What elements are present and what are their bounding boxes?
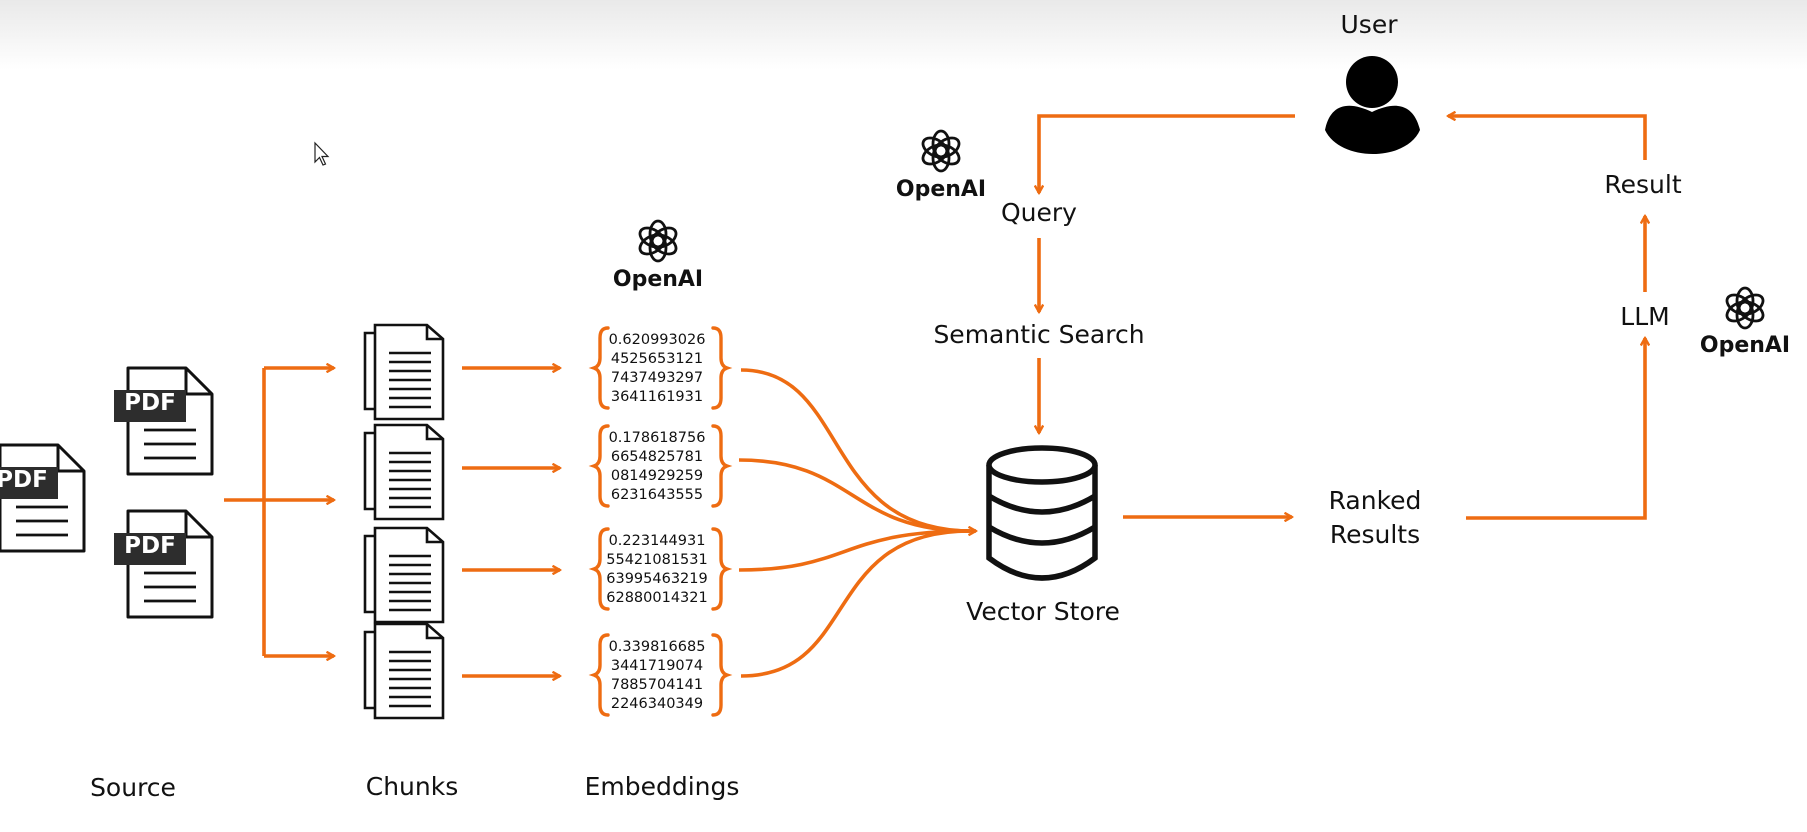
embed-arrows <box>462 368 560 676</box>
embedding-1-line-3: 7437493297 <box>611 370 703 386</box>
openai-logo-icon: OpenAI <box>613 219 703 292</box>
openai-wordmark: OpenAI <box>896 177 986 202</box>
embedding-3-line-3: 63995463219 <box>606 571 707 587</box>
embedding-2-line-2: 6654825781 <box>611 449 703 465</box>
pdf-document-icon-3: PDF <box>112 509 214 619</box>
result-label: Result <box>1604 170 1681 199</box>
embedding-4-line-2: 3441719074 <box>611 658 703 674</box>
llm-label: LLM <box>1620 302 1669 331</box>
source-label: Source <box>90 773 176 802</box>
ranked-results-label-line2: Results <box>1330 520 1420 549</box>
embedding-3-line-2: 55421081531 <box>606 552 707 568</box>
chunk-document-icon-2 <box>363 423 445 521</box>
chunk-document-icon-3 <box>363 526 445 624</box>
embedding-vectors: 0.620993026 4525653121 7437493297 364116… <box>606 332 707 712</box>
chunks-label: Chunks <box>366 772 459 801</box>
split-arrows <box>224 368 334 656</box>
retrieval-arrows <box>1039 116 1645 518</box>
embedding-1-line-1: 0.620993026 <box>609 332 706 348</box>
pdf-badge: PDF <box>124 533 176 559</box>
mouse-cursor-icon <box>314 141 330 166</box>
embedding-1-line-4: 3641161931 <box>611 389 703 405</box>
chunk-document-icon-1 <box>363 323 445 421</box>
pdf-document-icon-1: PDF <box>0 443 86 553</box>
embedding-4-line-1: 0.339816685 <box>609 639 706 655</box>
query-label: Query <box>1001 198 1077 227</box>
openai-logo-icon: OpenAI <box>1700 286 1790 358</box>
user-icon <box>1325 56 1420 154</box>
embedding-3-line-1: 0.223144931 <box>609 533 706 549</box>
user-label: User <box>1341 10 1399 39</box>
chunk-document-icon-4 <box>363 622 445 720</box>
pdf-badge: PDF <box>124 390 176 416</box>
openai-wordmark: OpenAI <box>613 267 703 292</box>
ranked-results-label-line1: Ranked <box>1329 486 1422 515</box>
pdf-document-icon-2: PDF <box>112 366 214 476</box>
openai-wordmark: OpenAI <box>1700 333 1790 358</box>
embedding-braces <box>592 326 729 717</box>
openai-logo-icon: OpenAI <box>896 129 986 202</box>
embedding-2-line-3: 0814929259 <box>611 468 703 484</box>
top-shade <box>0 0 1807 70</box>
semantic-search-label: Semantic Search <box>933 320 1144 349</box>
embedding-2-line-4: 6231643555 <box>611 487 703 503</box>
embedding-2-line-1: 0.178618756 <box>609 430 706 446</box>
embeddings-label: Embeddings <box>585 772 740 801</box>
embedding-1-line-2: 4525653121 <box>611 351 703 367</box>
pdf-badge: PDF <box>0 467 48 493</box>
embedding-4-line-3: 7885704141 <box>611 677 703 693</box>
database-icon <box>986 445 1098 581</box>
vector-store-label: Vector Store <box>966 597 1120 626</box>
embedding-4-line-4: 2246340349 <box>611 696 703 712</box>
embedding-3-line-4: 62880014321 <box>606 590 707 606</box>
store-curves <box>738 368 976 678</box>
